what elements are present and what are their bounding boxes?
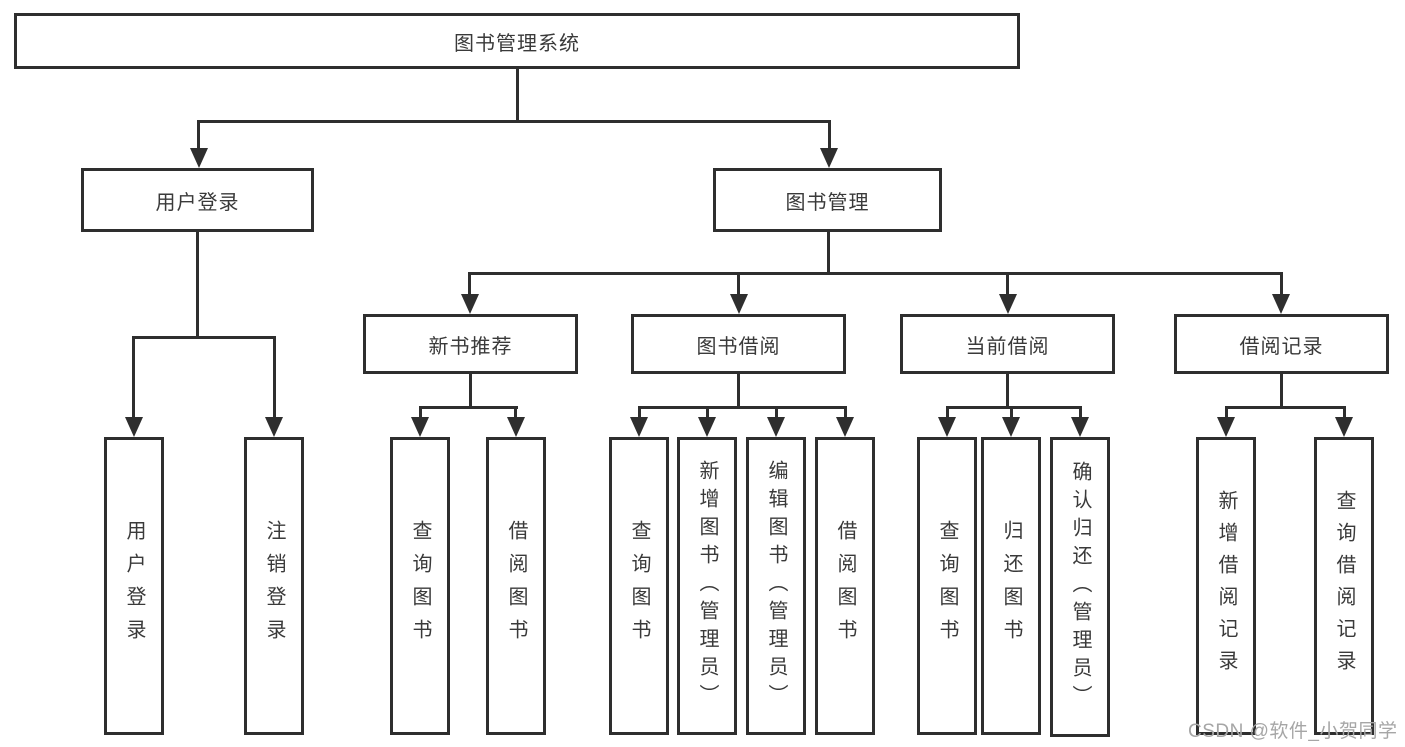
node-leaf-query-books-recommend: 查询图书 [390,437,450,735]
connector-vline [775,406,778,420]
node-leaf-query-books-borrow: 查询图书 [609,437,669,735]
arrowhead-down-icon [265,417,283,437]
node-book-borrowing: 图书借阅 [631,314,846,374]
arrowhead-down-icon [1272,294,1290,314]
node-borrowing-records: 借阅记录 [1174,314,1389,374]
arrowhead-down-icon [1002,417,1020,437]
arrowhead-down-icon [836,417,854,437]
arrowhead-down-icon [411,417,429,437]
node-leaf-add-book-admin: 新增图书（管理员） [677,437,737,735]
csdn-watermark: CSDN @软件_小贺同学 [1188,721,1398,742]
connector-vline [469,374,472,406]
arrowhead-down-icon [190,148,208,168]
node-current-borrowing: 当前借阅 [900,314,1115,374]
node-leaf-borrow-books-recommend: 借阅图书 [486,437,546,735]
connector-hline [132,336,276,339]
connector-vline [828,120,831,151]
connector-vline [1343,406,1346,420]
connector-vline [1010,406,1013,420]
arrowhead-down-icon [999,294,1017,314]
node-library-management-system: 图书管理系统 [14,13,1020,69]
connector-vline [1006,272,1009,297]
node-leaf-return-books: 归还图书 [981,437,1041,735]
node-leaf-confirm-return-admin: 确认归还（管理员） [1050,437,1110,737]
node-new-book-recommendation: 新书推荐 [363,314,578,374]
connector-vline [706,406,709,420]
arrowhead-down-icon [767,417,785,437]
arrowhead-down-icon [125,417,143,437]
arrowhead-down-icon [820,148,838,168]
connector-vline [1280,272,1283,297]
connector-vline [273,336,276,419]
connector-vline [1280,374,1283,406]
arrowhead-down-icon [730,294,748,314]
arrowhead-down-icon [461,294,479,314]
connector-vline [638,406,641,420]
connector-vline [514,406,517,420]
connector-hline [946,406,1082,409]
connector-vline [1006,374,1009,406]
arrowhead-down-icon [1335,417,1353,437]
arrowhead-down-icon [507,417,525,437]
node-leaf-query-borrow-record: 查询借阅记录 [1314,437,1374,735]
connector-vline [468,272,471,297]
node-leaf-user-login: 用户登录 [104,437,164,735]
node-leaf-logout: 注销登录 [244,437,304,735]
connector-hline [638,406,847,409]
node-leaf-edit-book-admin: 编辑图书（管理员） [746,437,806,735]
connector-vline [196,232,199,336]
connector-hline [468,272,1282,275]
connector-vline [132,336,135,419]
connector-vline [1225,406,1228,420]
connector-hline [419,406,518,409]
arrowhead-down-icon [630,417,648,437]
connector-vline [737,374,740,406]
connector-vline [946,406,949,420]
node-user-login: 用户登录 [81,168,314,232]
connector-vline [827,232,830,272]
connector-hline [1225,406,1346,409]
connector-vline [737,272,740,297]
connector-hline [197,120,831,123]
arrowhead-down-icon [1071,417,1089,437]
node-leaf-query-books-current: 查询图书 [917,437,977,735]
connector-vline [419,406,422,420]
node-leaf-add-borrow-record: 新增借阅记录 [1196,437,1256,735]
arrowhead-down-icon [1217,417,1235,437]
connector-vline [844,406,847,420]
arrowhead-down-icon [698,417,716,437]
node-book-management: 图书管理 [713,168,942,232]
connector-vline [197,120,200,151]
arrowhead-down-icon [938,417,956,437]
node-leaf-borrow-books: 借阅图书 [815,437,875,735]
connector-vline [516,69,519,120]
connector-vline [1079,406,1082,420]
